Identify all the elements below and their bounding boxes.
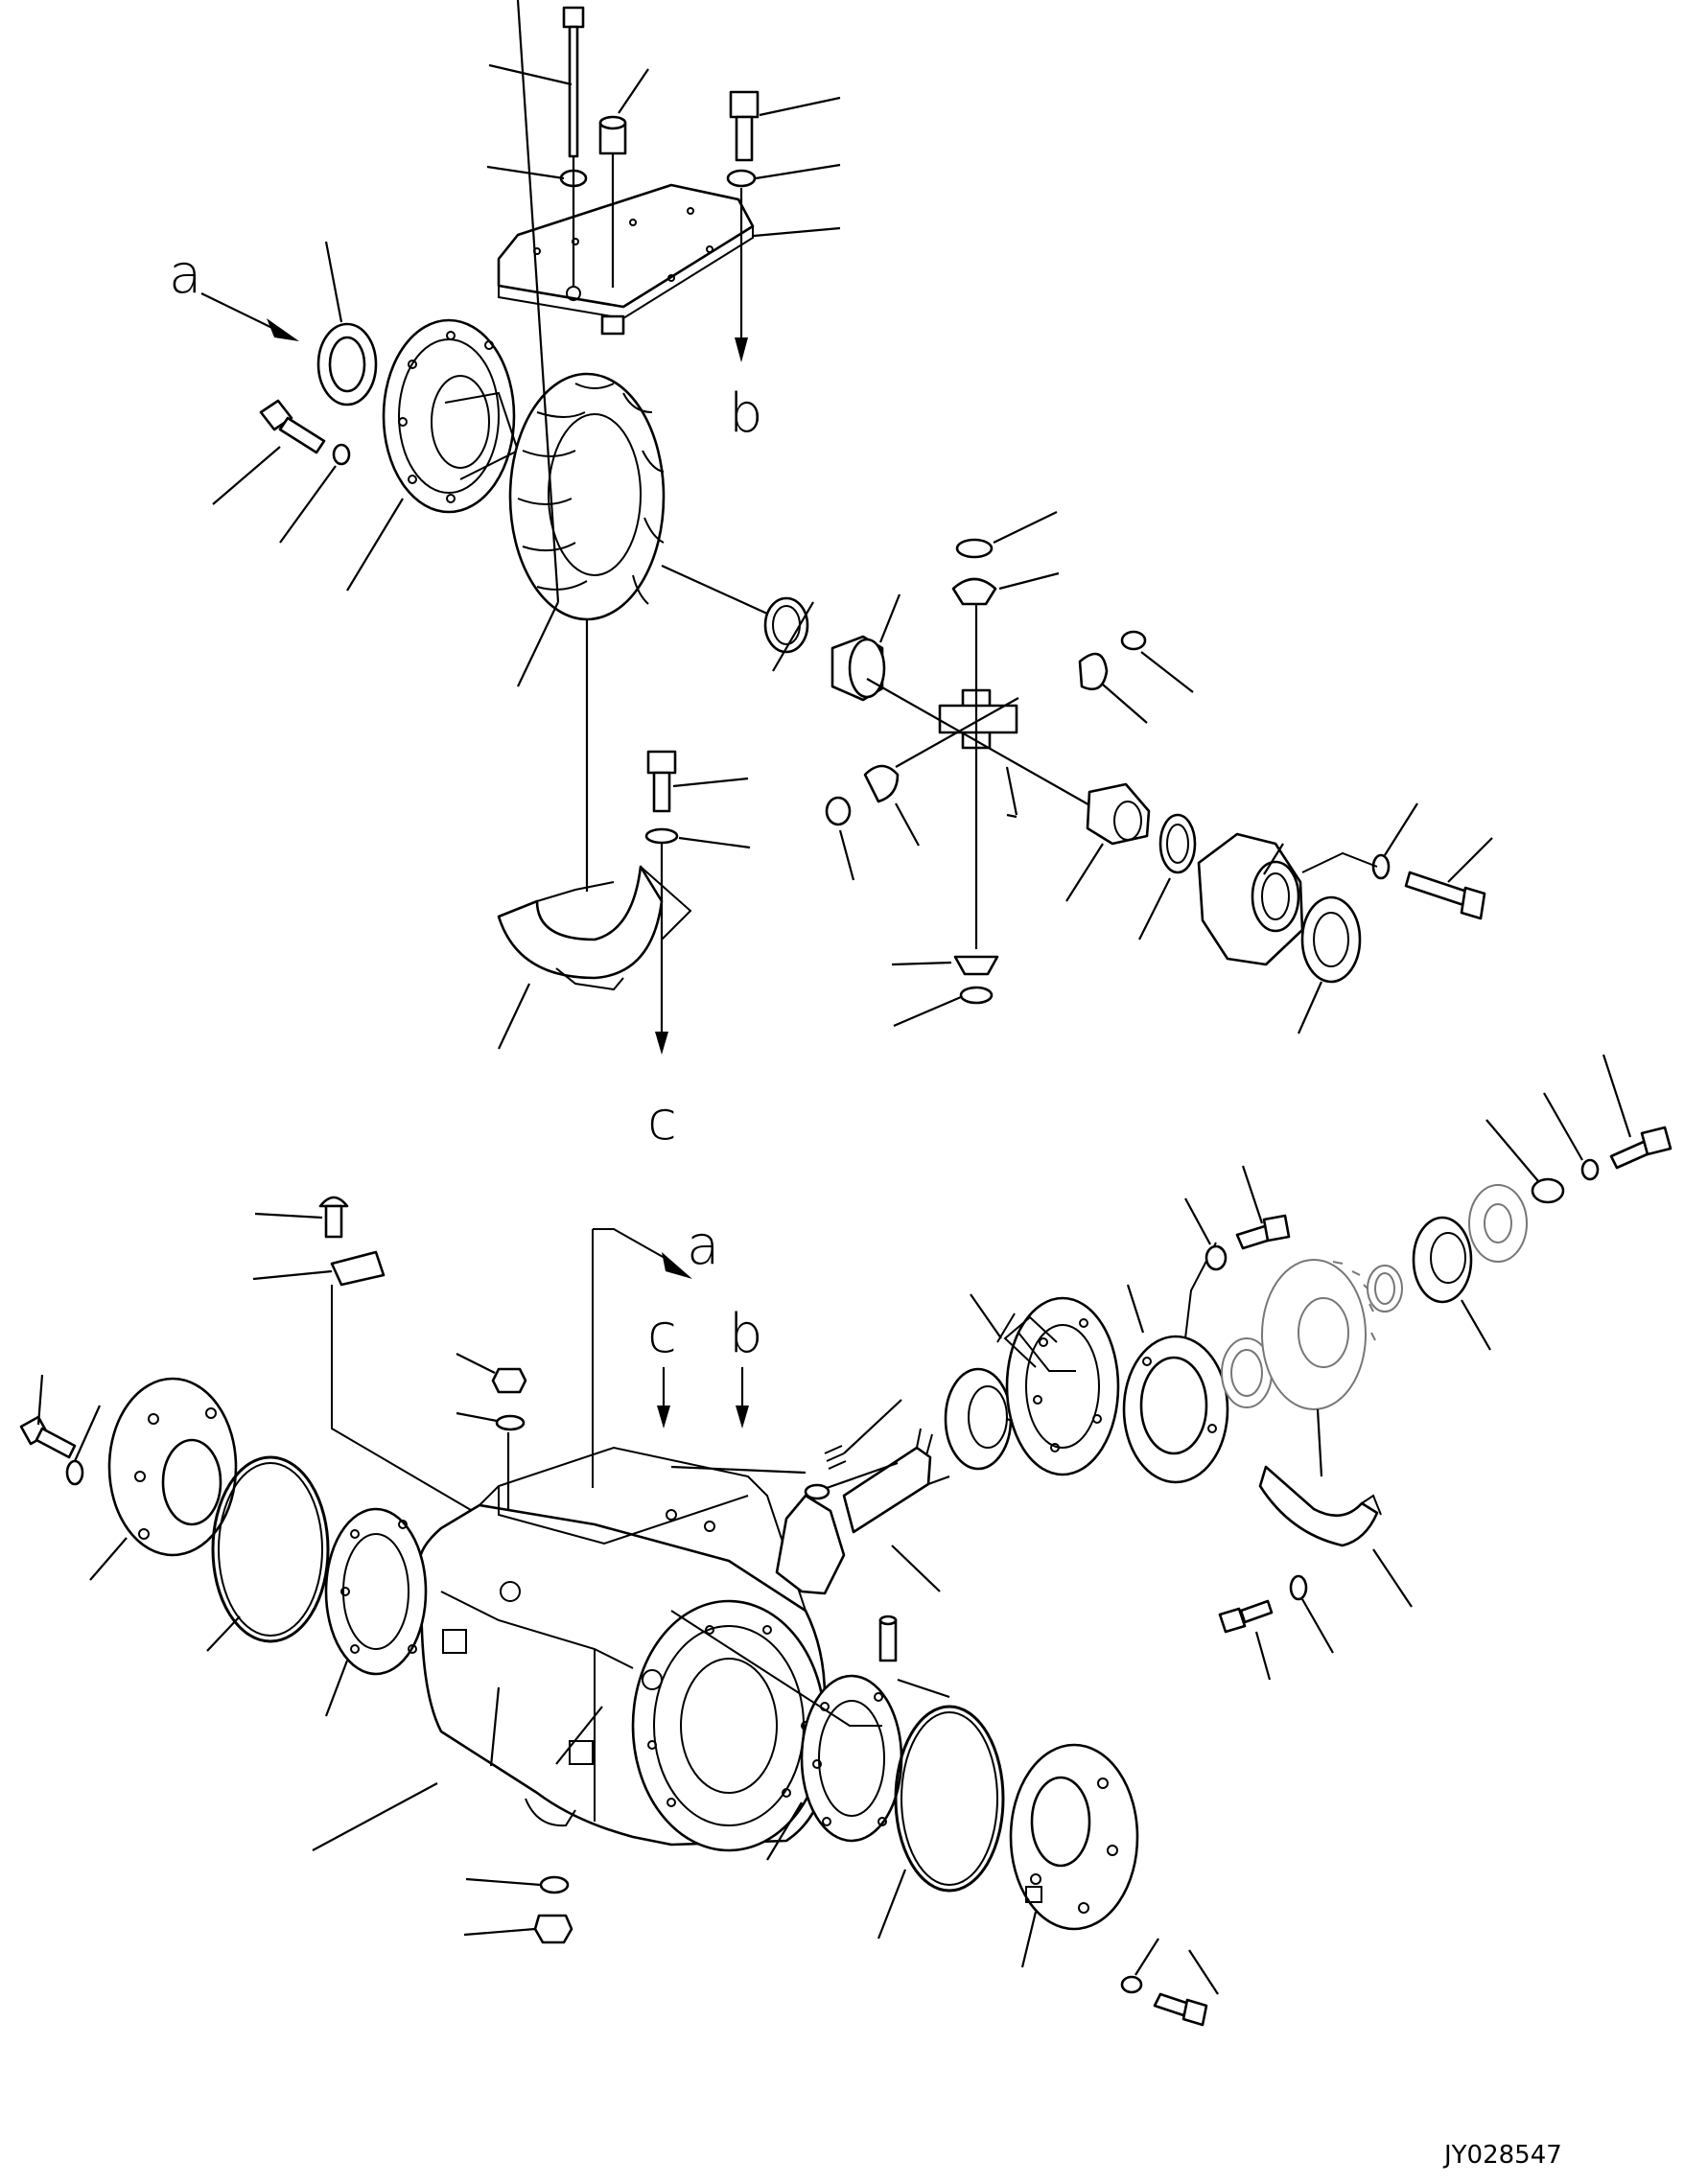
spacer-small-part — [1367, 1265, 1403, 1313]
right-washer-part — [1120, 1975, 1143, 1994]
cage-washer-part — [1205, 1244, 1228, 1271]
right-end-cover-part — [1009, 1743, 1139, 1931]
oil-seal-part — [316, 322, 378, 407]
pinion-cage-part — [1005, 1296, 1120, 1476]
top-cover-plate-part — [497, 183, 755, 309]
drive-pinion-part — [775, 1446, 932, 1595]
plug-top-oring-part — [495, 1414, 526, 1431]
carrier-right-bolt-part — [1404, 871, 1486, 920]
pinion-gear-left-part — [863, 764, 900, 803]
spacer-ring-part — [1221, 1337, 1273, 1408]
diff-carrier-left-part — [382, 318, 520, 514]
baffle-plate-part — [497, 865, 664, 980]
spring-part — [824, 1445, 847, 1470]
output-bearing-part — [1412, 1216, 1473, 1304]
breather-part — [598, 115, 627, 155]
dipstick-part — [562, 6, 585, 158]
ref-letter-a-housing: a — [687, 1215, 719, 1277]
plug-bottom-oring-part — [539, 1875, 570, 1894]
output-gear-part — [1261, 1259, 1376, 1410]
output-seal-washer-part — [1531, 1177, 1565, 1204]
cover-washer-part — [726, 169, 757, 188]
pinion-washer-top-part — [955, 538, 994, 559]
dowel-pin-part — [878, 1615, 898, 1662]
lower-baffle-part — [1258, 1465, 1379, 1547]
output-bolt-part — [1609, 1126, 1672, 1170]
ref-letter-b-housing: b — [729, 1303, 763, 1365]
spider-cross-part — [938, 688, 1018, 750]
left-end-cover-part — [107, 1377, 238, 1557]
pinion-gear-top-part — [951, 577, 997, 606]
rivet-part — [318, 1196, 349, 1239]
side-gear-left-part — [830, 635, 886, 702]
output-flange-part — [1468, 1184, 1528, 1263]
baffle-assembly: c — [497, 750, 751, 1152]
axle-housing-assembly: a c b — [19, 1054, 1672, 2027]
pinion-washer-right-part — [1120, 630, 1147, 651]
cover-bolt-part — [729, 90, 760, 162]
lower-baffle-washer-part — [1289, 1574, 1308, 1601]
carrier-washer-part — [332, 443, 351, 466]
diff-carrier-right-part — [1197, 832, 1304, 966]
name-plate-part — [330, 1250, 386, 1287]
baffle-bolt-part — [646, 750, 677, 813]
bearing-right-part — [1300, 895, 1362, 984]
ref-letter-a-top: a — [169, 244, 201, 306]
bearing-cage-part — [1122, 1335, 1229, 1484]
cage-bolt-part — [1235, 1214, 1291, 1250]
pinion-gear-bottom-part — [953, 955, 999, 976]
thrust-washer-right-part — [1158, 813, 1197, 874]
carrier-bolt-part — [259, 399, 326, 454]
lower-baffle-bolt-part — [1218, 1599, 1274, 1634]
bevel-gear-part — [508, 372, 666, 621]
drawing-code: JY028547 — [1442, 2141, 1562, 2170]
ref-letter-b-top: b — [729, 383, 763, 445]
ref-letter-c-mid: c — [647, 1090, 677, 1152]
snap-ring-part — [804, 1483, 830, 1500]
carrier-right-washer-part — [1371, 853, 1391, 880]
drain-plug-top-part — [491, 1367, 527, 1394]
baffle-washer-part — [644, 827, 679, 845]
left-bolt-part — [19, 1415, 77, 1459]
output-washer-part — [1580, 1158, 1600, 1181]
pinion-washer-left-part — [825, 796, 852, 826]
axle-housing-part — [418, 1446, 827, 1852]
pinion-gear-right-part — [1078, 652, 1109, 691]
top-cover-assembly: b — [486, 6, 841, 445]
ref-letter-c-housing: c — [647, 1303, 677, 1365]
right-bolt-part — [1153, 1992, 1208, 2027]
side-gear-right-part — [1086, 782, 1151, 846]
pinion-bearing-part — [944, 1367, 1013, 1471]
differential-spider-assembly — [763, 511, 1493, 1034]
left-shim-part — [324, 1507, 428, 1676]
right-oring-part — [894, 1705, 1005, 1893]
left-carrier-assembly: a — [169, 0, 768, 892]
left-washer-part — [65, 1459, 84, 1486]
right-shim-part — [800, 1674, 903, 1843]
pinion-washer-bottom-part — [959, 986, 994, 1005]
left-oring-part — [211, 1455, 330, 1643]
drain-plug-bottom-part — [533, 1914, 573, 1944]
